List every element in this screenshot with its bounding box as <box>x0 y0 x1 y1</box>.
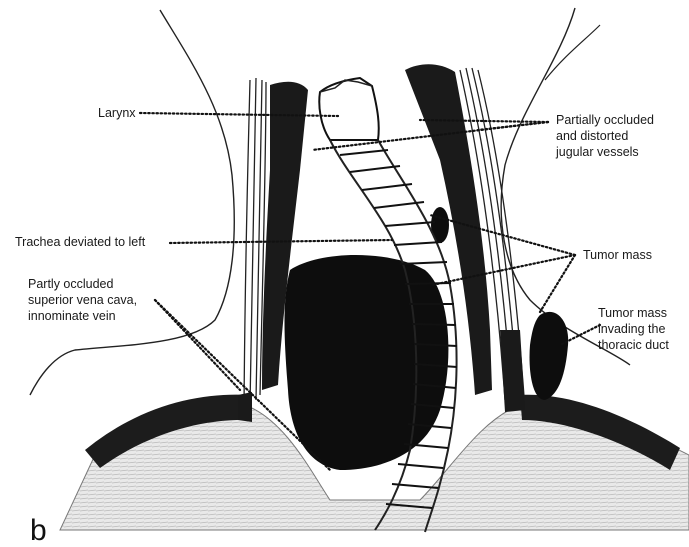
label-tumor-mass: Tumor mass <box>583 248 652 262</box>
label-thoracic-line2: invading the <box>598 322 665 336</box>
label-jugular-line3: jugular vessels <box>555 145 639 159</box>
leader-trachea <box>170 240 392 243</box>
leader-tumor-1 <box>430 215 575 255</box>
label-thoracic-line3: thoracic duct <box>598 338 669 352</box>
neck-outline-left <box>30 10 234 395</box>
label-thoracic-line1: Tumor mass <box>598 306 667 320</box>
leader-tumor-3 <box>540 255 575 312</box>
tumor-mass-thoracic-duct <box>530 312 569 400</box>
larynx-shape <box>319 78 378 140</box>
label-svc-line2: superior vena cava, <box>28 293 137 307</box>
panel-letter: b <box>30 514 47 547</box>
leader-larynx <box>140 113 338 116</box>
label-svc-line1: Partly occluded <box>28 277 114 291</box>
label-jugular-line2: and distorted <box>556 129 628 143</box>
leader-tumor-2 <box>432 255 575 285</box>
label-larynx: Larynx <box>98 106 136 120</box>
label-trachea: Trachea deviated to left <box>15 235 146 249</box>
tumor-mass-large <box>285 255 449 470</box>
leader-jugular-3 <box>478 122 548 130</box>
label-jugular-line1: Partially occluded <box>556 113 654 127</box>
left-svc-dark <box>238 392 252 422</box>
jaw-outline <box>545 25 600 80</box>
label-svc-line3: innominate vein <box>28 309 116 323</box>
right-vessel-lower <box>500 330 525 412</box>
